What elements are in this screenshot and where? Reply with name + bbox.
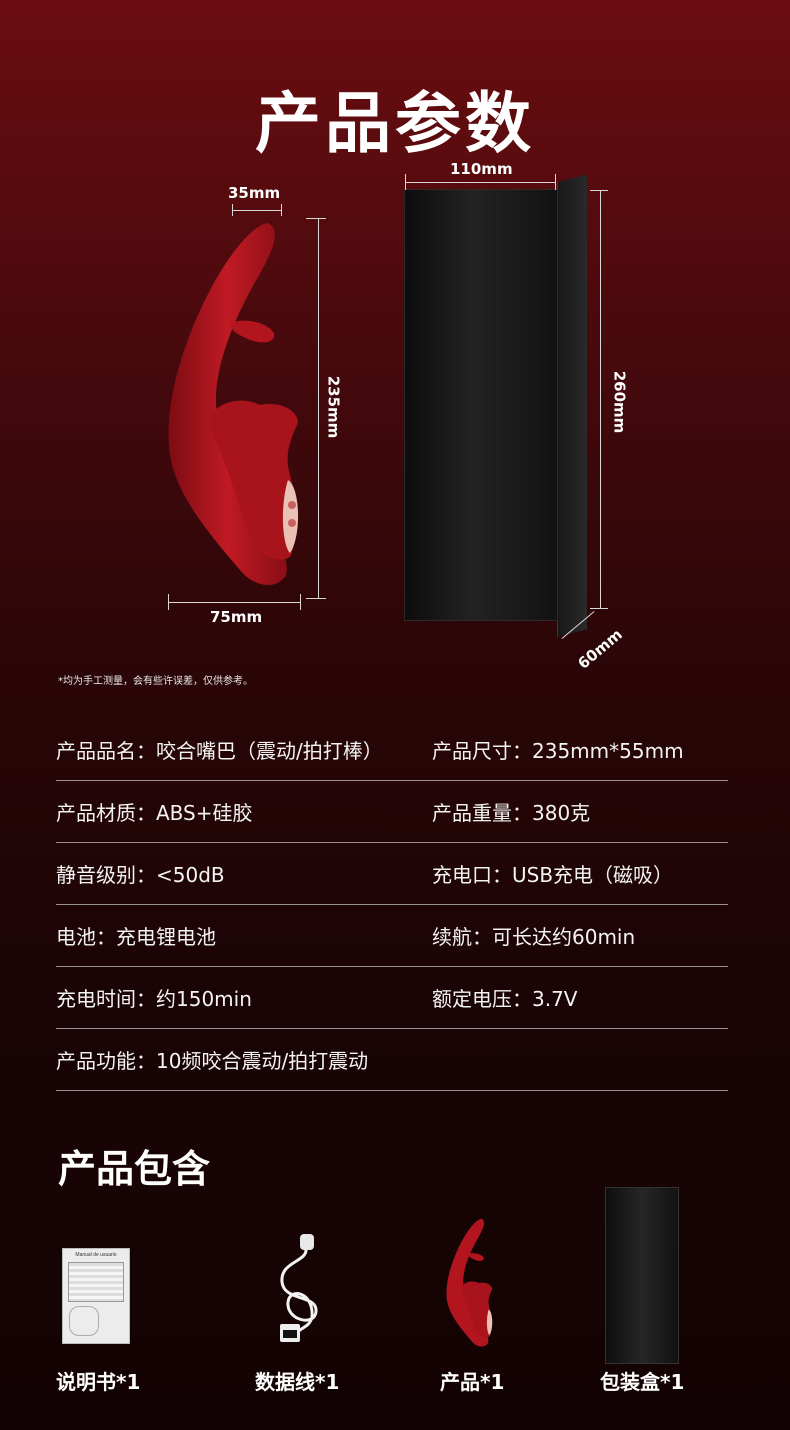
- cable-icon: [280, 1234, 318, 1342]
- dim-box-depth: 60mm: [574, 625, 626, 673]
- spec-row: 电池：充电锂电池 续航：可长达约60min: [56, 905, 728, 967]
- dim-line-box-width: [405, 182, 555, 183]
- spec-charging-port: 充电口：USB充电（磁吸）: [432, 863, 674, 887]
- box-image: [405, 190, 557, 620]
- dim-box-height: 260mm: [610, 370, 629, 434]
- box-icon: [606, 1188, 678, 1363]
- spec-row: 充电时间：约150min 额定电压：3.7V: [56, 967, 728, 1029]
- product-image: [168, 223, 299, 586]
- manual-icon: Manual de usuario: [62, 1248, 130, 1344]
- item-label-manual: 说明书*1: [56, 1370, 141, 1394]
- dim-product-top: 35mm: [228, 184, 281, 202]
- dim-box-width: 110mm: [450, 160, 513, 178]
- spec-battery: 电池：充电锂电池: [56, 925, 216, 949]
- spec-size: 产品尺寸：235mm*55mm: [432, 739, 684, 763]
- spec-voltage: 额定电压：3.7V: [432, 987, 578, 1011]
- spec-runtime: 续航：可长达约60min: [432, 925, 636, 949]
- spec-row: 静音级别：<50dB 充电口：USB充电（磁吸）: [56, 843, 728, 905]
- spec-function: 产品功能：10频咬合震动/拍打震动: [56, 1049, 369, 1073]
- dim-line-box-height: [600, 190, 601, 608]
- dim-product-height: 235mm: [324, 375, 343, 439]
- spec-charge-time: 充电时间：约150min: [56, 987, 252, 1011]
- spec-row: 产品材质：ABS+硅胶 产品重量：380克: [56, 781, 728, 843]
- spec-name: 产品品名：咬合嘴巴（震动/拍打棒）: [56, 739, 383, 763]
- spec-row: 产品功能：10频咬合震动/拍打震动: [56, 1029, 728, 1091]
- item-label-product: 产品*1: [440, 1370, 505, 1394]
- spec-material: 产品材质：ABS+硅胶: [56, 801, 253, 825]
- dim-line-bottom: [168, 602, 301, 603]
- package-title: 产品包含: [58, 1147, 211, 1191]
- product-icon: [446, 1218, 493, 1347]
- manual-heading: Manual de usuario: [75, 1252, 117, 1258]
- dim-product-bottom: 75mm: [210, 608, 263, 626]
- measurement-note: *均为手工测量，会有些许误差，仅供参考。: [58, 676, 253, 687]
- page-title: 产品参数: [255, 85, 535, 162]
- spec-row: 产品品名：咬合嘴巴（震动/拍打棒） 产品尺寸：235mm*55mm: [56, 719, 728, 781]
- spec-noise: 静音级别：<50dB: [56, 863, 225, 887]
- item-label-box: 包装盒*1: [600, 1370, 685, 1394]
- dim-line-height: [318, 218, 319, 598]
- spec-weight: 产品重量：380克: [432, 801, 591, 825]
- dim-line-top: [232, 210, 282, 211]
- box-side: [557, 174, 587, 638]
- item-label-cable: 数据线*1: [255, 1370, 340, 1394]
